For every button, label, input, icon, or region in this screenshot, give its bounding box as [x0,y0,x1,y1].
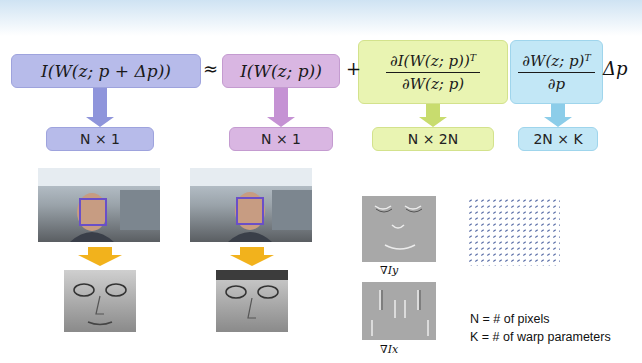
dimension-box: 2N × K [518,127,598,151]
down-arrow [230,247,274,266]
term-text: N × 2N [408,131,458,147]
term-text: 2N × K [533,131,582,147]
down-arrow [267,88,295,127]
webcam-photo [38,168,160,242]
term-text: I(W(z; p)) [240,61,322,81]
image-caption: ∇Iy [380,264,398,277]
face-crop [64,270,136,332]
down-arrow [86,88,114,127]
dimension-box: N × 1 [46,127,154,151]
face-crop [216,270,288,332]
dimension-box: N × 1 [229,127,333,151]
term-text: N × 1 [80,131,120,147]
gradient-image [362,282,436,340]
down-arrow [78,247,122,266]
equation-term: I(W(z; p + Δp)) [11,54,201,88]
equation-term: I(W(z; p)) [222,54,340,88]
image-caption: ∇Ix [380,343,398,356]
gradient-image [362,196,436,262]
note-text: K = # of warp parameters [470,330,611,344]
down-arrow [419,104,447,127]
fraction-numerator: ∂W(z; p)ᵀ [518,52,595,73]
math-symbol: ≈ [203,58,218,79]
slide-band [0,0,642,36]
math-symbol: + [346,58,361,79]
down-arrow [544,104,572,127]
webcam-photo [190,168,312,242]
note-text: N = # of pixels [470,312,550,326]
fraction-denominator: ∂W(z; p) [402,73,464,93]
fraction-numerator: ∂I(W(z; p))ᵀ [386,52,480,73]
term-text: I(W(z; p + Δp)) [41,61,171,81]
equation-term: ∂W(z; p)ᵀ∂p [510,40,603,104]
dimension-box: N × 2N [372,127,494,151]
term-text: N × 1 [261,131,301,147]
equation-term: ∂I(W(z; p))ᵀ∂W(z; p) [358,40,508,104]
math-symbol: Δp [603,58,628,79]
jacobian-pattern [466,196,560,266]
fraction-denominator: ∂p [548,73,565,93]
